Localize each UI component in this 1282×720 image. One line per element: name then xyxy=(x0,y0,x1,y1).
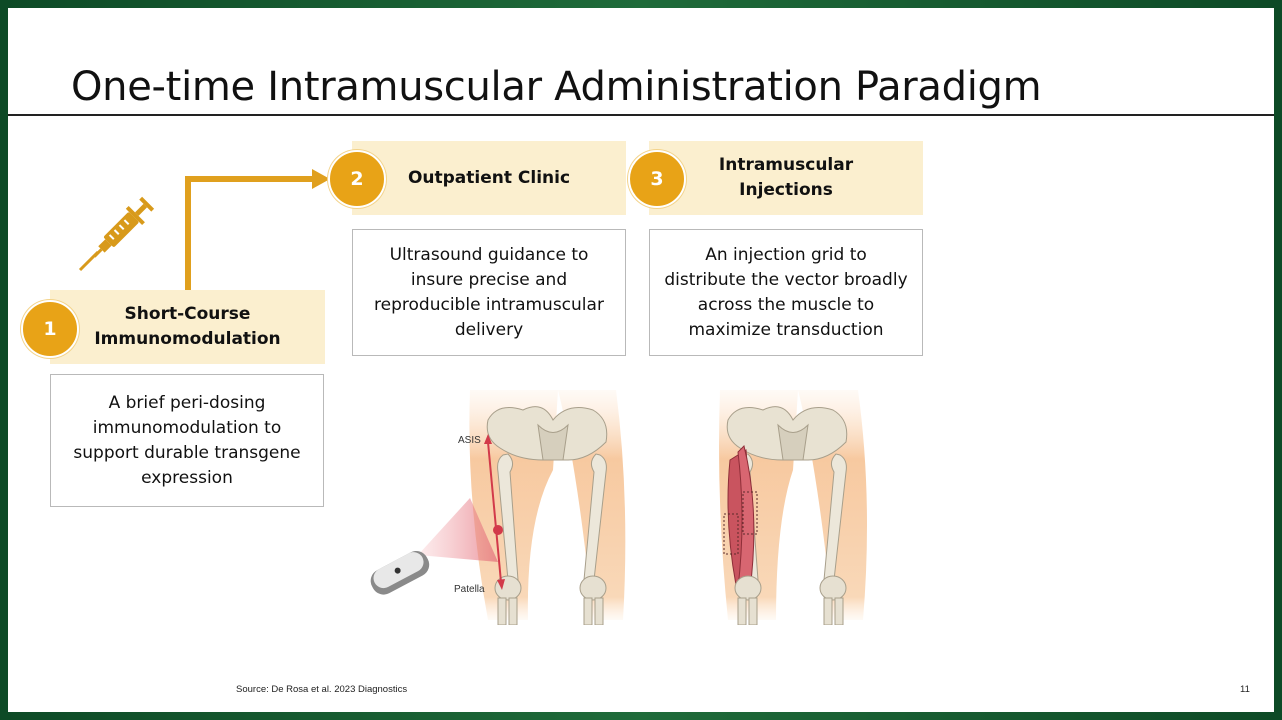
elbow-arrow-icon xyxy=(185,169,330,294)
page-number: 11 xyxy=(1240,684,1250,695)
step-3-number-badge: 3 xyxy=(628,150,686,208)
page-title: One-time Intramuscular Administration Pa… xyxy=(71,64,1042,110)
step-1-header: Short-Course Immunomodulation xyxy=(50,290,325,364)
slide: One-time Intramuscular Administration Pa… xyxy=(8,8,1274,712)
source-citation: Source: De Rosa et al. 2023 Diagnostics xyxy=(236,684,408,695)
patella-label: Patella xyxy=(454,584,485,595)
title-divider xyxy=(8,114,1274,116)
step-3-header: Intramuscular Injections xyxy=(649,141,923,215)
step-3-header-label: Intramuscular Injections xyxy=(718,155,854,200)
step-2-header-label: Outpatient Clinic xyxy=(407,167,571,188)
step-2-header: Outpatient Clinic xyxy=(352,141,626,215)
ultrasound-probe-icon xyxy=(370,550,430,595)
step-2-description: Ultrasound guidance to insure precise an… xyxy=(352,229,626,356)
ultrasound-anatomy-figure: ASIS Patella xyxy=(370,390,626,625)
step-1-header-label: Short-Course Immunomodulation xyxy=(94,304,281,349)
step-3-description-text: An injection grid to distribute the vect… xyxy=(664,244,908,340)
step-2-number-badge: 2 xyxy=(328,150,386,208)
injection-grid-figure xyxy=(719,390,867,625)
asis-label: ASIS xyxy=(458,435,481,446)
step-1-description: A brief peri-dosing immunomodulation to … xyxy=(50,374,324,507)
step-1-number-badge: 1 xyxy=(21,300,79,358)
syringe-icon xyxy=(78,196,155,272)
step-3-description: An injection grid to distribute the vect… xyxy=(649,229,923,356)
step-2-description-text: Ultrasound guidance to insure precise an… xyxy=(374,244,604,340)
step-1-description-text: A brief peri-dosing immunomodulation to … xyxy=(73,392,301,488)
